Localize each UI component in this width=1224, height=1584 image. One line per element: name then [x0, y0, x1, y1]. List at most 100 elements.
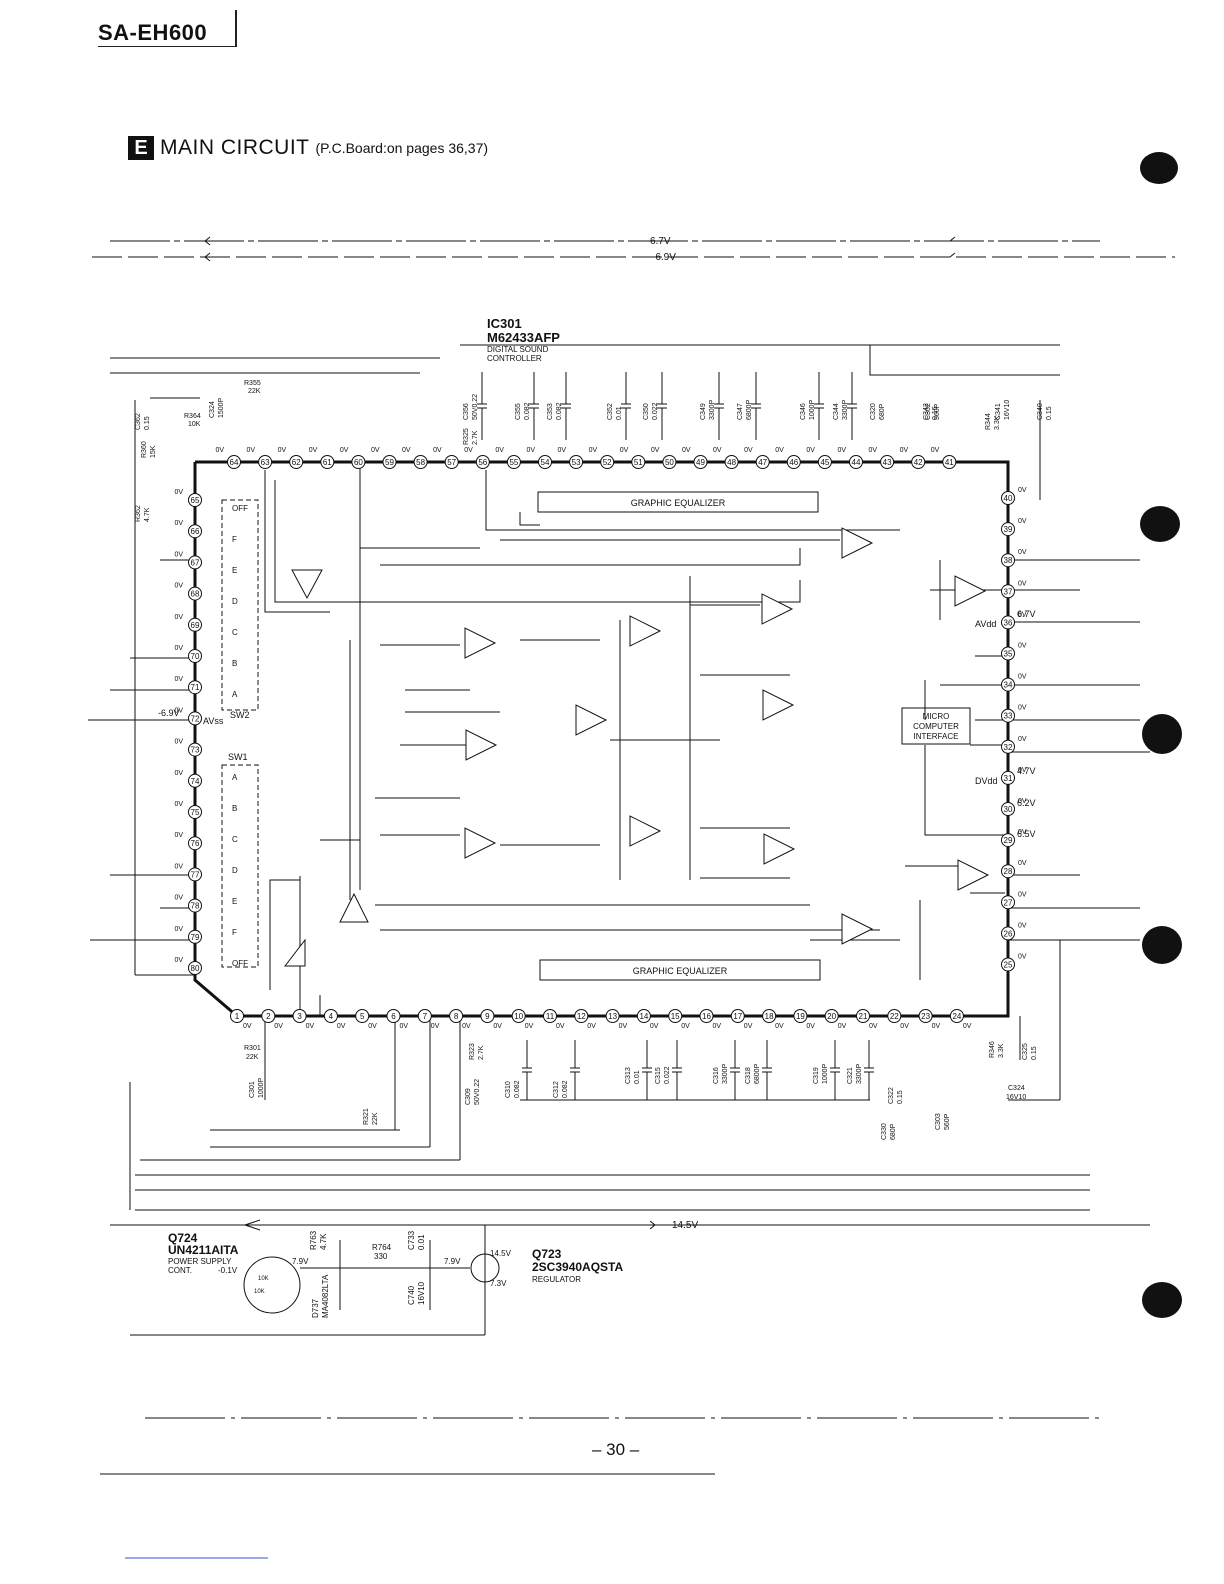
ic-pin-number: 16: [702, 1012, 711, 1021]
ic-pin: [413, 455, 428, 469]
pin-voltage: 0V: [869, 1023, 878, 1030]
ic-pin: [942, 455, 957, 469]
ic-pin-number: 67: [191, 558, 200, 567]
ic-pin: [323, 1009, 338, 1023]
node-voltage: 14.5V: [490, 1249, 512, 1258]
component-ref: R323: [469, 1043, 476, 1060]
component-ref: R301: [244, 1045, 261, 1052]
component-ref: C344: [833, 403, 840, 420]
ic-pin-number: 52: [603, 458, 612, 467]
pin-voltage: 0V: [174, 583, 183, 590]
ic-pin-number: 49: [696, 458, 705, 467]
pin-voltage: 0V: [1018, 891, 1027, 898]
pin-voltage: 0V: [174, 489, 183, 496]
ic-pin-number: 75: [191, 808, 200, 817]
ic-pin: [188, 867, 202, 882]
pin-voltage: 0V: [525, 1023, 534, 1030]
q724-voltage: -0.1V: [218, 1266, 238, 1275]
component-ref: C350: [643, 403, 650, 420]
ic-pin-number: 3: [297, 1012, 302, 1021]
ic-pin: [1001, 770, 1015, 785]
mci-label: COMPUTER: [913, 722, 959, 731]
d737-part: MA4082LTA: [321, 1274, 330, 1318]
component-ref: C324: [1008, 1085, 1025, 1092]
rail-voltage-label: 14.5V: [672, 1220, 698, 1231]
ic-pin-number: 5: [360, 1012, 365, 1021]
component-value: 2.7K: [472, 430, 479, 445]
pin-voltage: 0V: [174, 739, 183, 746]
op-amp: [954, 575, 987, 607]
supply-label-avdd: AVdd: [975, 619, 996, 629]
ic-pin: [1001, 677, 1015, 692]
switch-position-label: OFF: [232, 504, 248, 513]
graphic-equalizer-block-top: [537, 491, 819, 513]
component-ref: R360: [141, 441, 148, 458]
switch-position-label: E: [232, 566, 237, 575]
ic-pin-number: 71: [191, 683, 200, 692]
ic-pin: [662, 455, 677, 469]
ic-pin: [880, 455, 895, 469]
ic-pin-number: 31: [1004, 774, 1013, 783]
ic-pin: [188, 742, 202, 757]
ic-pin: [292, 1009, 307, 1023]
pin-voltage: 0V: [713, 1023, 722, 1030]
pin-voltage: 0V: [682, 447, 691, 454]
switch-position-label: E: [232, 897, 237, 906]
ic-pin: [699, 1009, 714, 1023]
component-ref: C315: [655, 1067, 662, 1084]
component-value: 0.15: [1046, 406, 1053, 420]
pin-voltage: 0V: [274, 1023, 283, 1030]
pin-voltage: 0V: [806, 1023, 815, 1030]
ic-pin-number: 68: [191, 590, 200, 599]
mci-label: MICRO: [923, 712, 950, 721]
ic-pin: [605, 1009, 620, 1023]
pin-voltage: 0V: [174, 801, 183, 808]
pin-voltage: 0V: [806, 447, 815, 454]
switch-position-label: F: [232, 928, 237, 937]
node-voltage: 7.9V: [444, 1257, 461, 1266]
supply-label-dvdd: DVdd: [975, 776, 998, 786]
pin-voltage: 0V: [215, 447, 224, 454]
ic-pin-number: 17: [733, 1012, 742, 1021]
ic-pin-number: 43: [883, 458, 892, 467]
op-amp: [763, 833, 796, 865]
ic-pin-number: 79: [191, 933, 200, 942]
pin-voltage: 0V: [174, 614, 183, 621]
ic-pin: [188, 711, 202, 726]
ic-pin-number: 63: [261, 458, 270, 467]
pin-voltage: 0V: [1018, 860, 1027, 867]
pin-voltage: 0V: [1018, 767, 1027, 774]
ic-pin-number: 29: [1004, 836, 1013, 845]
op-amp: [339, 892, 369, 923]
ic-pin-number: 20: [827, 1012, 836, 1021]
pin-voltage: 0V: [309, 447, 318, 454]
component-ref: C310: [505, 1081, 512, 1098]
component-ref: R355: [244, 380, 261, 387]
header-divider: [235, 10, 237, 46]
ic-pin: [289, 455, 304, 469]
ic-pin-number: 2: [266, 1012, 271, 1021]
pin-voltage: 0V: [620, 447, 629, 454]
component-ref: C342: [923, 403, 930, 420]
ic-pin: [188, 773, 202, 788]
op-amp: [575, 704, 608, 736]
pin-voltage: 0V: [431, 1023, 440, 1030]
component-ref: C362: [135, 413, 142, 430]
model-number: SA-EH600: [98, 20, 208, 45]
component-ref: C353: [547, 403, 554, 420]
pin-voltage: 0V: [1018, 798, 1027, 805]
component-value: 3300P: [856, 1063, 863, 1084]
component-value: 6800P: [754, 1063, 761, 1084]
component-ref: C341: [995, 403, 1002, 420]
pin-voltage: 0V: [963, 1023, 972, 1030]
voltage-pin72: -6.9V: [158, 708, 180, 718]
ic-pin: [480, 1009, 495, 1023]
component-value: 680P: [890, 1123, 897, 1140]
ic-pin: [320, 455, 335, 469]
ic-pin-number: 73: [191, 746, 200, 755]
op-amp: [762, 689, 795, 721]
header-underline: [98, 46, 237, 47]
pin-voltage: 0V: [174, 863, 183, 870]
ic-pin: [188, 617, 202, 632]
